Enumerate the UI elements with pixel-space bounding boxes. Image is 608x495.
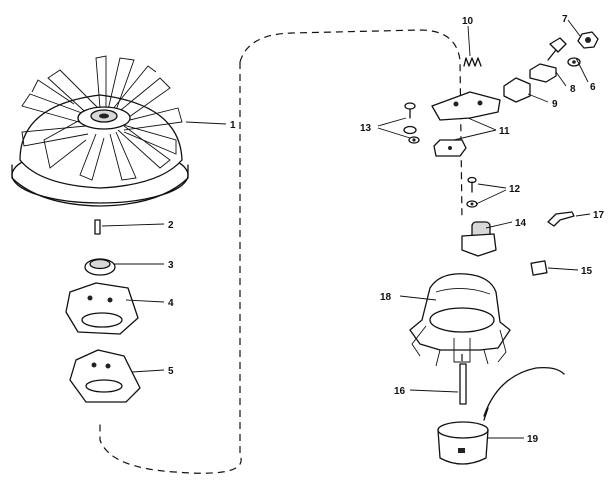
housing-dashed-outline xyxy=(99,29,463,474)
mounting-plate-upper xyxy=(65,282,139,335)
callout-19: 19 xyxy=(527,434,539,445)
motor-cup xyxy=(437,366,565,465)
motor-shaft xyxy=(459,363,467,405)
callout-18: 18 xyxy=(380,292,392,303)
callout-17: 17 xyxy=(593,210,605,221)
callout-5: 5 xyxy=(168,366,174,377)
callout-14: 14 xyxy=(515,218,527,229)
callout-3: 3 xyxy=(168,260,174,271)
mounting-plate-lower xyxy=(69,349,141,403)
leader-lines xyxy=(101,19,591,439)
callout-1: 1 xyxy=(230,120,236,131)
callout-11: 11 xyxy=(499,126,510,137)
hex-nut xyxy=(577,31,599,49)
callout-13: 13 xyxy=(360,123,372,134)
motor-mount xyxy=(409,273,511,367)
screw-and-washer xyxy=(466,176,478,208)
grommet-ring xyxy=(84,258,116,276)
callout-8: 8 xyxy=(570,84,576,95)
callout-4: 4 xyxy=(168,298,174,309)
callout-9: 9 xyxy=(552,99,558,110)
callout-2: 2 xyxy=(168,220,174,231)
switch-component xyxy=(461,221,497,257)
bolt xyxy=(549,37,567,53)
callout-12: 12 xyxy=(509,184,521,195)
fan-blower-wheel xyxy=(11,55,189,207)
switch-bracket xyxy=(503,77,531,103)
screws-set xyxy=(403,102,420,144)
clamp-part xyxy=(529,63,557,83)
spring-part xyxy=(463,57,482,67)
callout-7: 7 xyxy=(562,14,568,25)
callout-6: 6 xyxy=(590,82,596,93)
actuator-bracket xyxy=(431,91,501,157)
shaft-pin xyxy=(94,219,101,235)
callout-labels: 1 2 3 4 5 6 7 8 9 10 11 12 13 14 15 16 1… xyxy=(168,14,605,445)
wire-clip xyxy=(547,211,575,227)
callout-16: 16 xyxy=(394,386,406,397)
callout-10: 10 xyxy=(462,16,474,27)
tab-label xyxy=(530,260,548,276)
callout-15: 15 xyxy=(581,266,593,277)
